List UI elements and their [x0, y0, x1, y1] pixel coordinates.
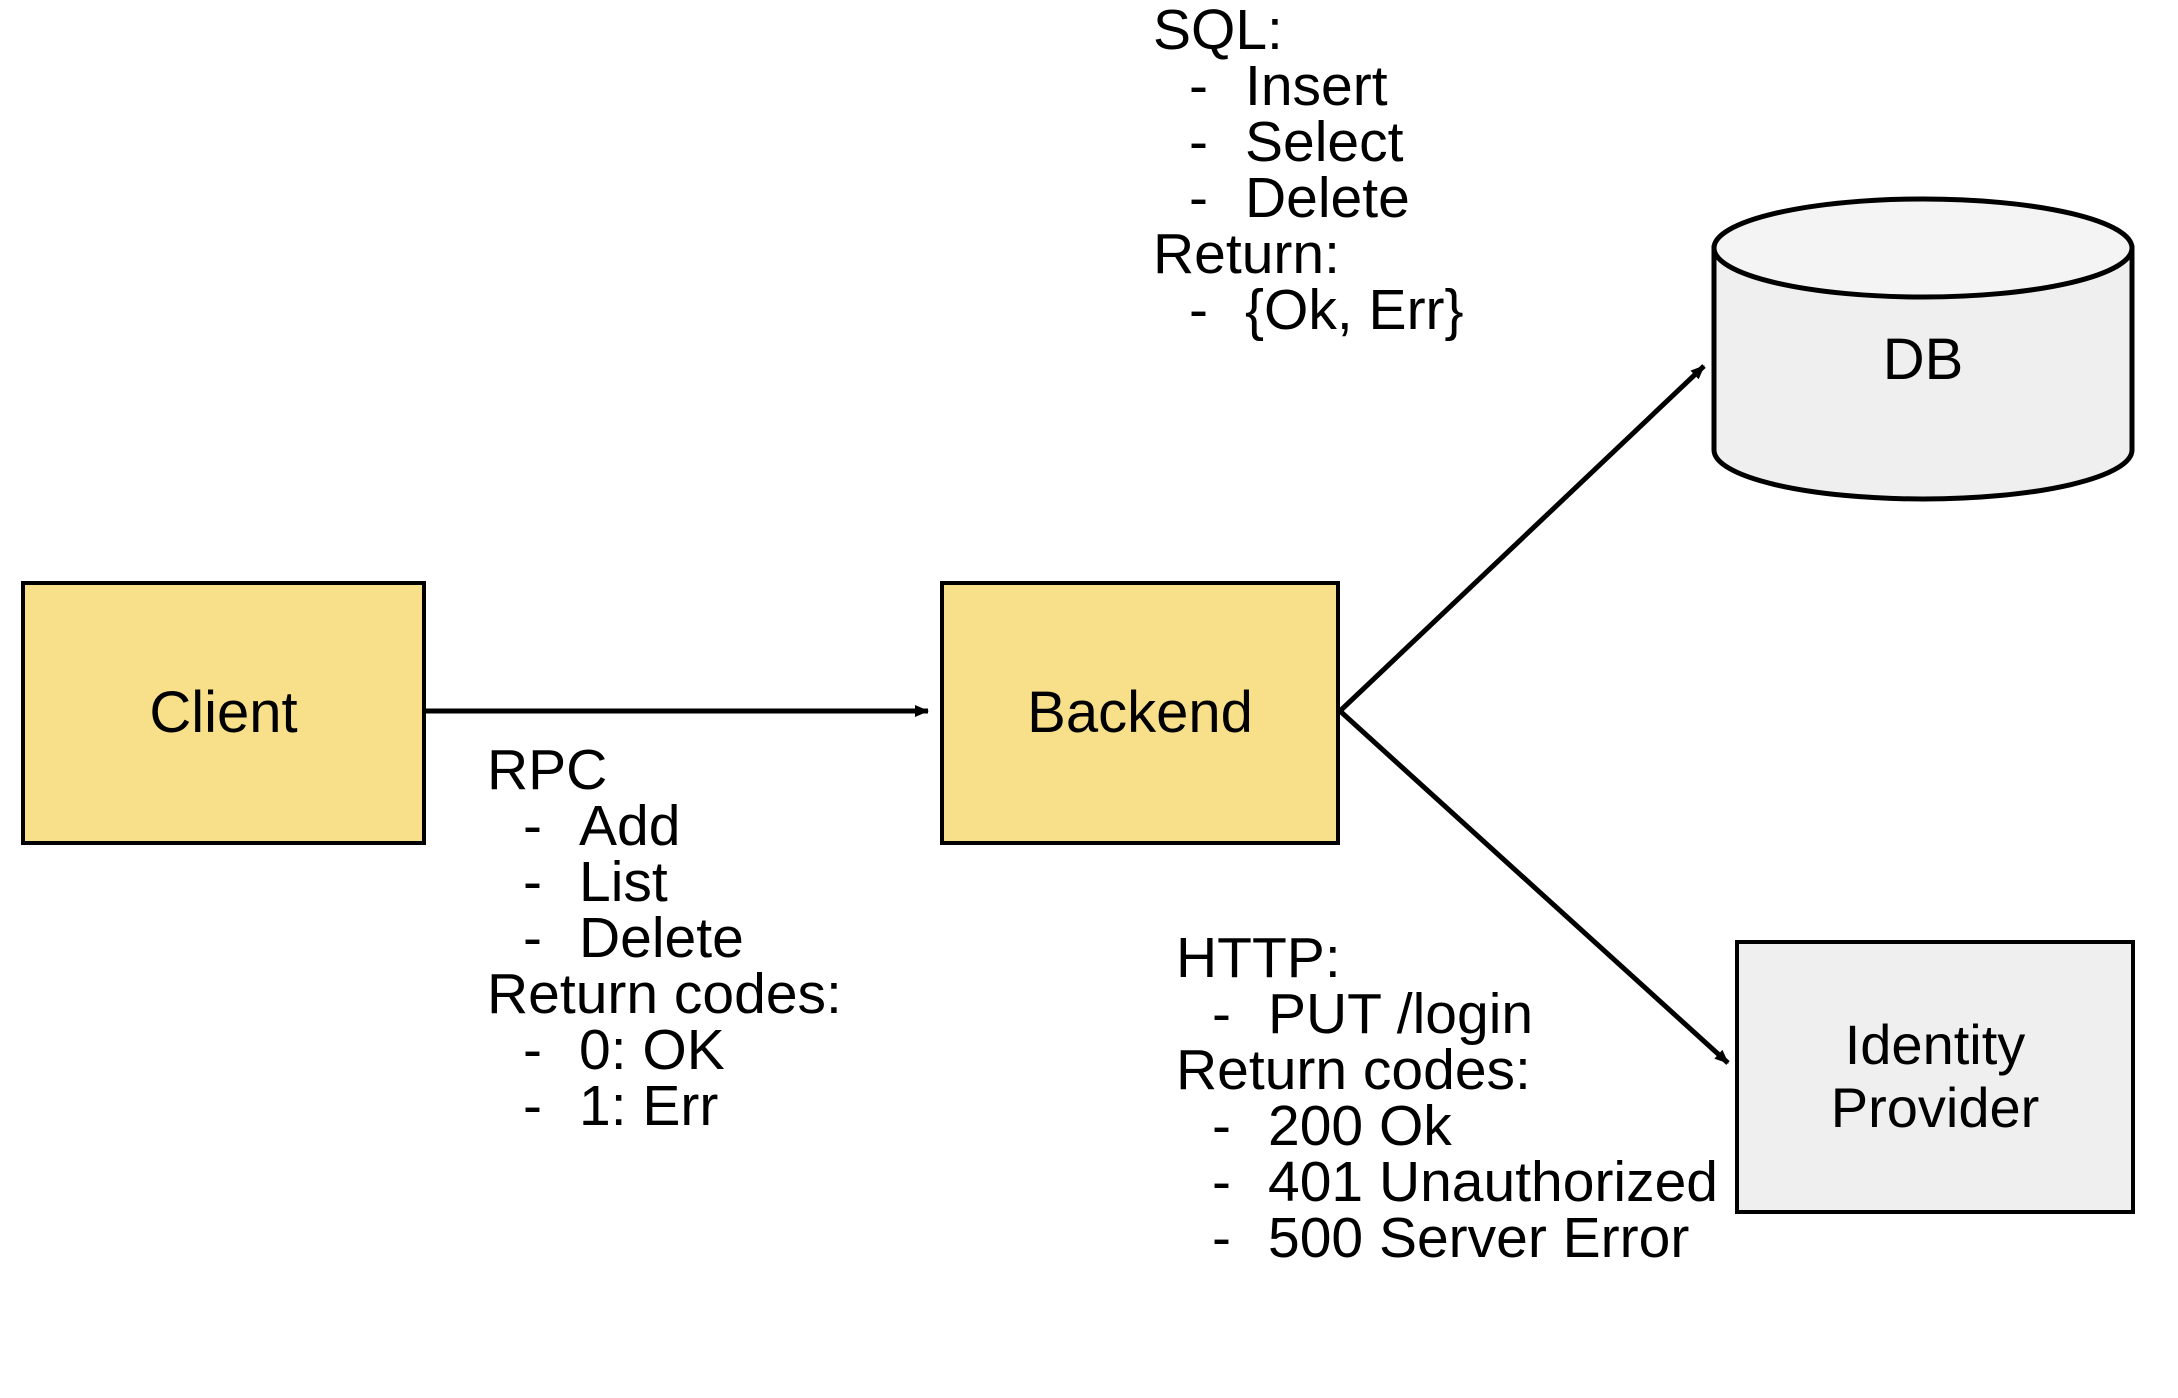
node-identity-provider[interactable]: Identity Provider	[1735, 940, 2135, 1214]
list-item-label: 1: Err	[579, 1074, 719, 1138]
list-item-label: PUT /login	[1268, 982, 1534, 1046]
edge-backend-to-identity-provider	[1338, 709, 1730, 1065]
bullet-dash: -	[523, 1074, 542, 1138]
list-item-label: 401 Unauthorized	[1268, 1150, 1718, 1214]
node-client-label: Client	[149, 679, 298, 745]
list-item: -401 Unauthorized	[1176, 1150, 1718, 1214]
bullet-dash: -	[1189, 166, 1208, 230]
node-client[interactable]: Client	[21, 581, 426, 845]
list-item: -Delete	[1153, 166, 1464, 230]
node-identity-provider-label: Identity Provider	[1830, 1013, 2040, 1139]
list-item-label: 500 Server Error	[1268, 1206, 1690, 1270]
node-backend-label: Backend	[1027, 679, 1253, 745]
bullet-dash: -	[523, 794, 542, 858]
bullet-dash: -	[1189, 54, 1208, 118]
list-item: -PUT /login	[1176, 982, 1718, 1046]
cylinder-icon	[1711, 196, 2135, 502]
list-item: -List	[487, 850, 842, 914]
annotation-http-returns: -200 Ok -401 Unauthorized -500 Server Er…	[1176, 1094, 1718, 1270]
annotation-rpc: RPC -Add -List -Delete Return codes: -0:…	[487, 738, 842, 1138]
annotation-sql-returns: -{Ok, Err}	[1153, 278, 1464, 342]
annotation-rpc-returns: -0: OK -1: Err	[487, 1018, 842, 1138]
annotation-rpc-methods: -Add -List -Delete	[487, 794, 842, 970]
node-database-label: DB	[1882, 326, 1964, 392]
list-item-label: Delete	[1245, 166, 1410, 230]
bullet-dash: -	[1189, 278, 1208, 342]
list-item: -Add	[487, 794, 842, 858]
list-item-label: Add	[579, 794, 681, 858]
list-item: -Insert	[1153, 54, 1464, 118]
list-item: -1: Err	[487, 1074, 842, 1138]
bullet-dash: -	[1212, 982, 1231, 1046]
annotation-http-operations: -PUT /login	[1176, 982, 1718, 1046]
annotation-http-returns-heading: Return codes:	[1176, 1038, 1531, 1102]
node-backend[interactable]: Backend	[940, 581, 1340, 845]
node-database[interactable]: DB	[1711, 196, 2135, 502]
bullet-dash: -	[1189, 110, 1208, 174]
list-item-label: Delete	[579, 906, 744, 970]
list-item: -0: OK	[487, 1018, 842, 1082]
bullet-dash: -	[523, 1018, 542, 1082]
list-item-label: 200 Ok	[1268, 1094, 1452, 1158]
bullet-dash: -	[1212, 1094, 1231, 1158]
annotation-sql-operations: -Insert -Select -Delete	[1153, 54, 1464, 230]
list-item: -Select	[1153, 110, 1464, 174]
list-item-label: {Ok, Err}	[1245, 278, 1464, 342]
bullet-dash: -	[1212, 1206, 1231, 1270]
annotation-sql: SQL: -Insert -Select -Delete Return: -{O…	[1153, 0, 1464, 342]
annotation-http-heading: HTTP:	[1176, 926, 1341, 990]
list-item: -{Ok, Err}	[1153, 278, 1464, 342]
annotation-rpc-returns-heading: Return codes:	[487, 962, 842, 1026]
list-item-label: Select	[1245, 110, 1404, 174]
bullet-dash: -	[1212, 1150, 1231, 1214]
list-item-label: 0: OK	[579, 1018, 725, 1082]
node-identity-provider-label-line2: Provider	[1830, 1076, 2040, 1139]
list-item-label: Insert	[1245, 54, 1388, 118]
list-item: -200 Ok	[1176, 1094, 1718, 1158]
list-item-label: List	[579, 850, 668, 914]
list-item: -500 Server Error	[1176, 1206, 1718, 1270]
edge-backend-to-db	[1338, 364, 1706, 713]
annotation-sql-returns-heading: Return:	[1153, 222, 1340, 286]
node-identity-provider-label-line1: Identity	[1844, 1013, 2026, 1077]
annotation-sql-heading: SQL:	[1153, 0, 1283, 62]
annotation-http: HTTP: -PUT /login Return codes: -200 Ok …	[1176, 926, 1718, 1270]
list-item: -Delete	[487, 906, 842, 970]
annotation-rpc-heading: RPC	[487, 738, 608, 802]
bullet-dash: -	[523, 850, 542, 914]
bullet-dash: -	[523, 906, 542, 970]
